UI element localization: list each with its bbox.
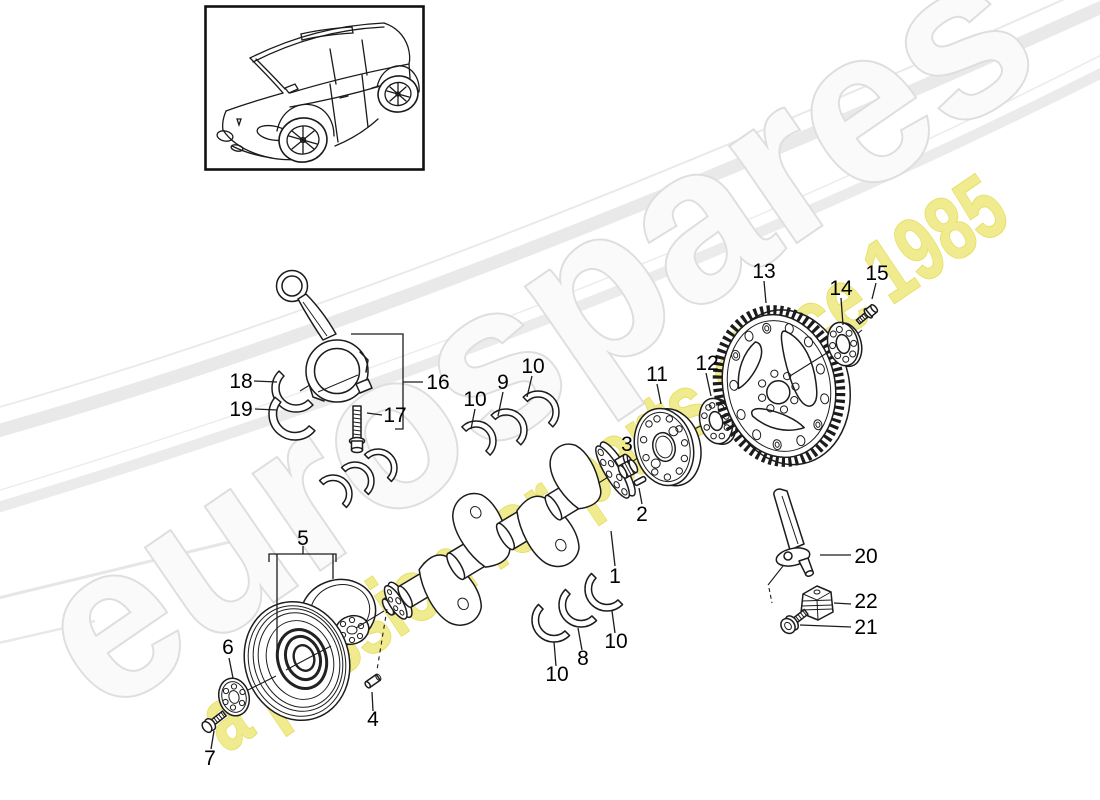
part-label-9-8[interactable]: 9 bbox=[497, 371, 509, 394]
leader-line-14 bbox=[840, 297, 844, 326]
leader-line-17 bbox=[366, 412, 383, 416]
gear-bolt-15 bbox=[855, 304, 879, 325]
leader-line-2 bbox=[638, 487, 643, 505]
car-illustration bbox=[216, 22, 420, 163]
leader-line-6 bbox=[228, 657, 234, 679]
leader-line-10 bbox=[526, 375, 533, 398]
main-bearing-shells-upper bbox=[318, 390, 560, 509]
part-label-10-11[interactable]: 10 bbox=[604, 630, 627, 653]
cap-bolt-21 bbox=[780, 608, 809, 635]
part-label-13-15[interactable]: 13 bbox=[752, 260, 775, 283]
oil-jet-20 bbox=[773, 488, 815, 577]
rear-wheel bbox=[377, 75, 419, 113]
leader-line-7 bbox=[210, 730, 215, 750]
part-label-12-14[interactable]: 12 bbox=[695, 352, 718, 375]
pulley-flange-6 bbox=[217, 677, 251, 717]
part-label-2-1[interactable]: 2 bbox=[636, 503, 648, 526]
part-label-20-22[interactable]: 20 bbox=[854, 545, 877, 568]
part-label-10-10[interactable]: 10 bbox=[521, 355, 544, 378]
leader-line-19 bbox=[254, 408, 278, 411]
vehicle-thumbnail bbox=[204, 5, 425, 171]
pilot-bushing-3 bbox=[617, 459, 639, 479]
part-label-3-2[interactable]: 3 bbox=[621, 433, 633, 456]
connecting-rod bbox=[275, 269, 373, 403]
front-wheel bbox=[278, 117, 328, 163]
part-label-8-7[interactable]: 8 bbox=[577, 647, 589, 670]
part-label-19-21[interactable]: 19 bbox=[229, 398, 252, 421]
part-label-18-20[interactable]: 18 bbox=[229, 370, 252, 393]
pulley-bolt-7 bbox=[201, 710, 227, 734]
part-label-17-19[interactable]: 17 bbox=[383, 404, 406, 427]
drive-plate-11 bbox=[633, 407, 702, 487]
part-label-11-13[interactable]: 11 bbox=[646, 363, 668, 386]
oil-jet-leader bbox=[767, 565, 784, 586]
part-label-5-4[interactable]: 5 bbox=[297, 527, 309, 550]
rod-bolt bbox=[348, 405, 366, 454]
leader-line-8 bbox=[577, 627, 583, 651]
ring-gear-13 bbox=[712, 305, 851, 467]
part-label-16-18[interactable]: 16 bbox=[426, 371, 449, 394]
part-label-7-6[interactable]: 7 bbox=[204, 747, 216, 770]
washer-disc-14 bbox=[826, 321, 863, 368]
leader-line-13 bbox=[763, 280, 767, 304]
part-label-1-0[interactable]: 1 bbox=[609, 565, 621, 588]
leader-line-15 bbox=[871, 282, 877, 300]
part-label-6-5[interactable]: 6 bbox=[222, 636, 234, 659]
group-brackets bbox=[268, 333, 423, 652]
leader-line-4 bbox=[371, 691, 374, 712]
leader-line-12 bbox=[705, 372, 712, 397]
front-axis-line bbox=[245, 610, 385, 692]
leader-line-3 bbox=[626, 454, 629, 464]
part-label-21-23[interactable]: 21 bbox=[854, 616, 877, 639]
part-label-22-24[interactable]: 22 bbox=[854, 590, 877, 613]
part-label-10-9[interactable]: 10 bbox=[463, 388, 486, 411]
leader-line-22 bbox=[833, 602, 852, 605]
swoosh-ribbons bbox=[0, 0, 1100, 644]
leader-line-18 bbox=[253, 380, 278, 383]
leader-line-11 bbox=[656, 383, 662, 405]
oil-jet-dashes bbox=[768, 587, 773, 604]
part-label-15-17[interactable]: 15 bbox=[865, 262, 888, 285]
dowel-pin-2 bbox=[633, 475, 647, 487]
pin-alignment-dashes bbox=[376, 608, 388, 671]
part-label-14-16[interactable]: 14 bbox=[829, 277, 853, 300]
part-label-10-12[interactable]: 10 bbox=[545, 663, 568, 686]
leader-line-1 bbox=[610, 530, 616, 567]
rod-bearing-shell-18 bbox=[271, 370, 314, 413]
leader-line-9 bbox=[497, 391, 504, 417]
leader-line-10 bbox=[553, 641, 557, 667]
leader-line-10 bbox=[611, 610, 616, 634]
leader-line-10 bbox=[470, 408, 476, 430]
rod-bearing-shell-19 bbox=[268, 396, 316, 441]
dowel-sleeve-4 bbox=[364, 673, 382, 689]
leader-line-21 bbox=[799, 624, 852, 628]
cap-22 bbox=[800, 585, 834, 621]
main-bearing-shells-lower bbox=[531, 572, 624, 643]
part-label-4-3[interactable]: 4 bbox=[367, 708, 379, 731]
